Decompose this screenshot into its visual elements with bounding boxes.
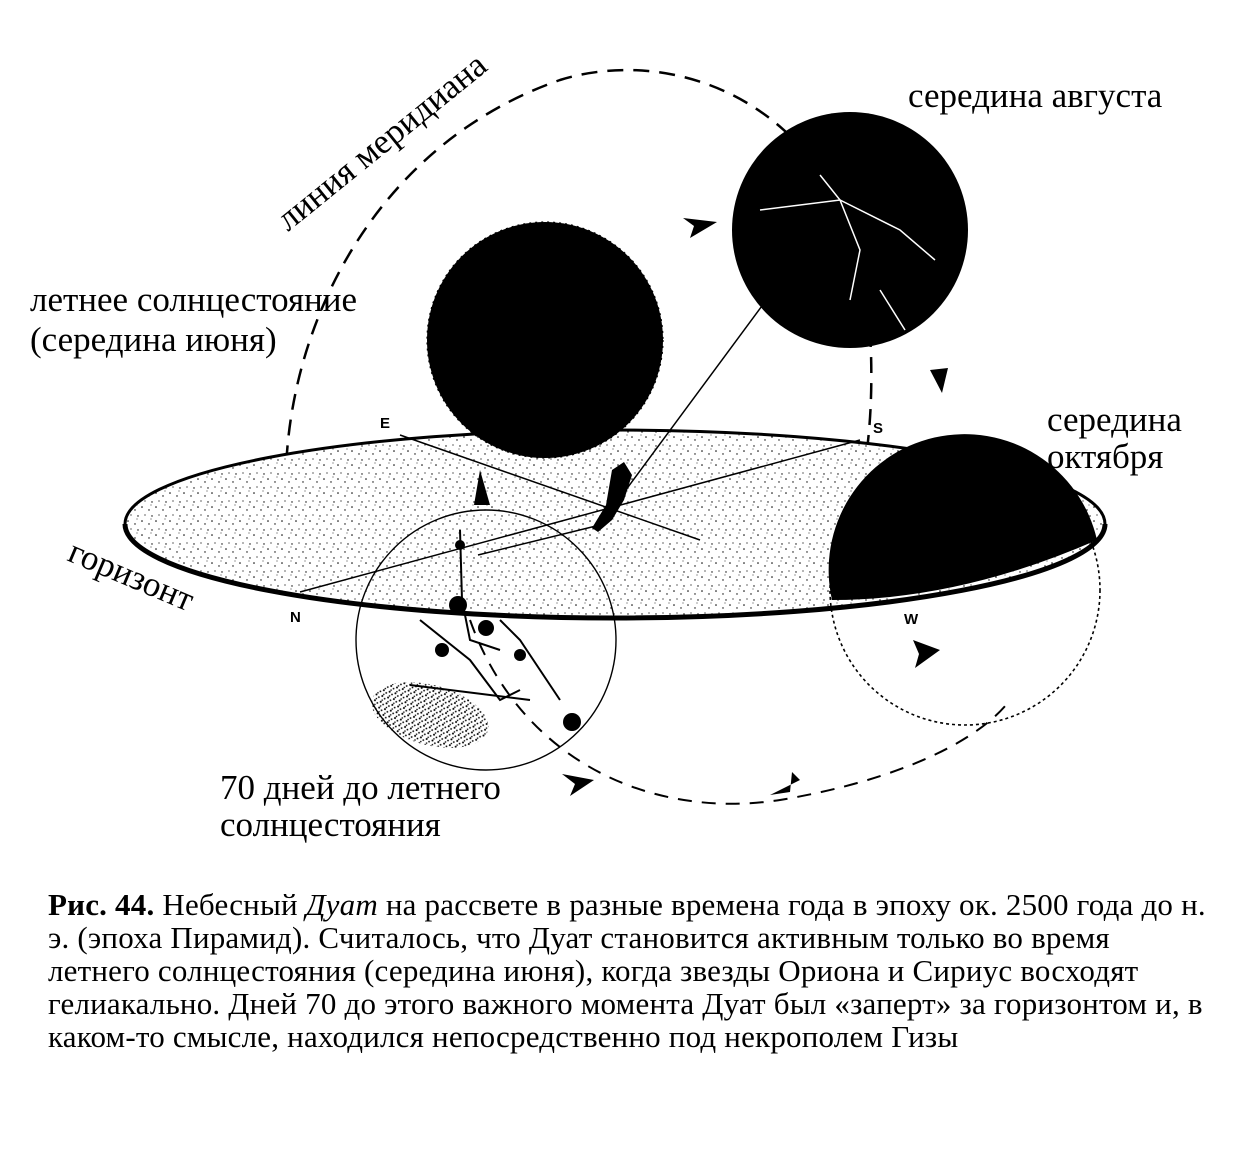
duat-stars bbox=[435, 540, 581, 731]
arrow-icon bbox=[770, 772, 800, 795]
mid-august-label: середина августа bbox=[908, 76, 1163, 115]
meridian-label: линия меридиана bbox=[268, 45, 494, 238]
arrow-icon bbox=[930, 368, 948, 393]
days-70-label-line1: 70 дней до летнего bbox=[220, 768, 501, 807]
mid-october-sphere bbox=[828, 434, 1097, 600]
south-marker: S bbox=[873, 420, 883, 437]
milky-way-cloud bbox=[371, 682, 489, 748]
orion-figure bbox=[409, 529, 561, 702]
mid-october-sphere-outline bbox=[829, 454, 1101, 726]
arrow-icon bbox=[913, 640, 940, 668]
mid-august-sphere bbox=[732, 112, 968, 348]
summer-solstice-sphere bbox=[427, 222, 663, 458]
mid-august-constellation bbox=[759, 174, 936, 331]
horizon-front-edge bbox=[122, 523, 1108, 621]
west-marker: W bbox=[904, 611, 919, 628]
arrow-icon bbox=[474, 470, 490, 505]
north-marker: N bbox=[290, 609, 301, 626]
caption-duat-term: Дуат bbox=[305, 887, 378, 922]
summer-solstice-label-line1: летнее солнцестояние bbox=[30, 280, 357, 319]
mid-october-label-line2: октября bbox=[1047, 437, 1163, 476]
annual-path-lower bbox=[469, 619, 1011, 805]
celestial-duat-diagram: линия меридиана середина августа летнее … bbox=[30, 45, 1182, 844]
summer-solstice-sphere-underside bbox=[426, 221, 664, 459]
summer-solstice-label-line2: (середина июня) bbox=[30, 320, 277, 359]
mid-october-label-line1: середина bbox=[1047, 400, 1182, 439]
caption-text-start: Небесный bbox=[154, 887, 306, 922]
figure-caption: Рис. 44. Небесный Дуат на рассвете в раз… bbox=[48, 888, 1213, 1053]
direction-arrows bbox=[474, 218, 948, 796]
duat-sphere bbox=[355, 509, 617, 771]
meridian-line bbox=[284, 68, 873, 591]
observer-figure bbox=[592, 462, 632, 532]
figure-number: Рис. 44. bbox=[48, 887, 155, 922]
arrow-icon bbox=[683, 218, 717, 238]
arrow-icon bbox=[562, 774, 594, 796]
caption-text-rest: на рассвете в разные времена года в эпох… bbox=[48, 887, 1206, 1054]
days-70-label-line2: солнцестояния bbox=[220, 805, 441, 844]
east-marker: E bbox=[380, 415, 390, 432]
sightlines bbox=[299, 294, 861, 593]
